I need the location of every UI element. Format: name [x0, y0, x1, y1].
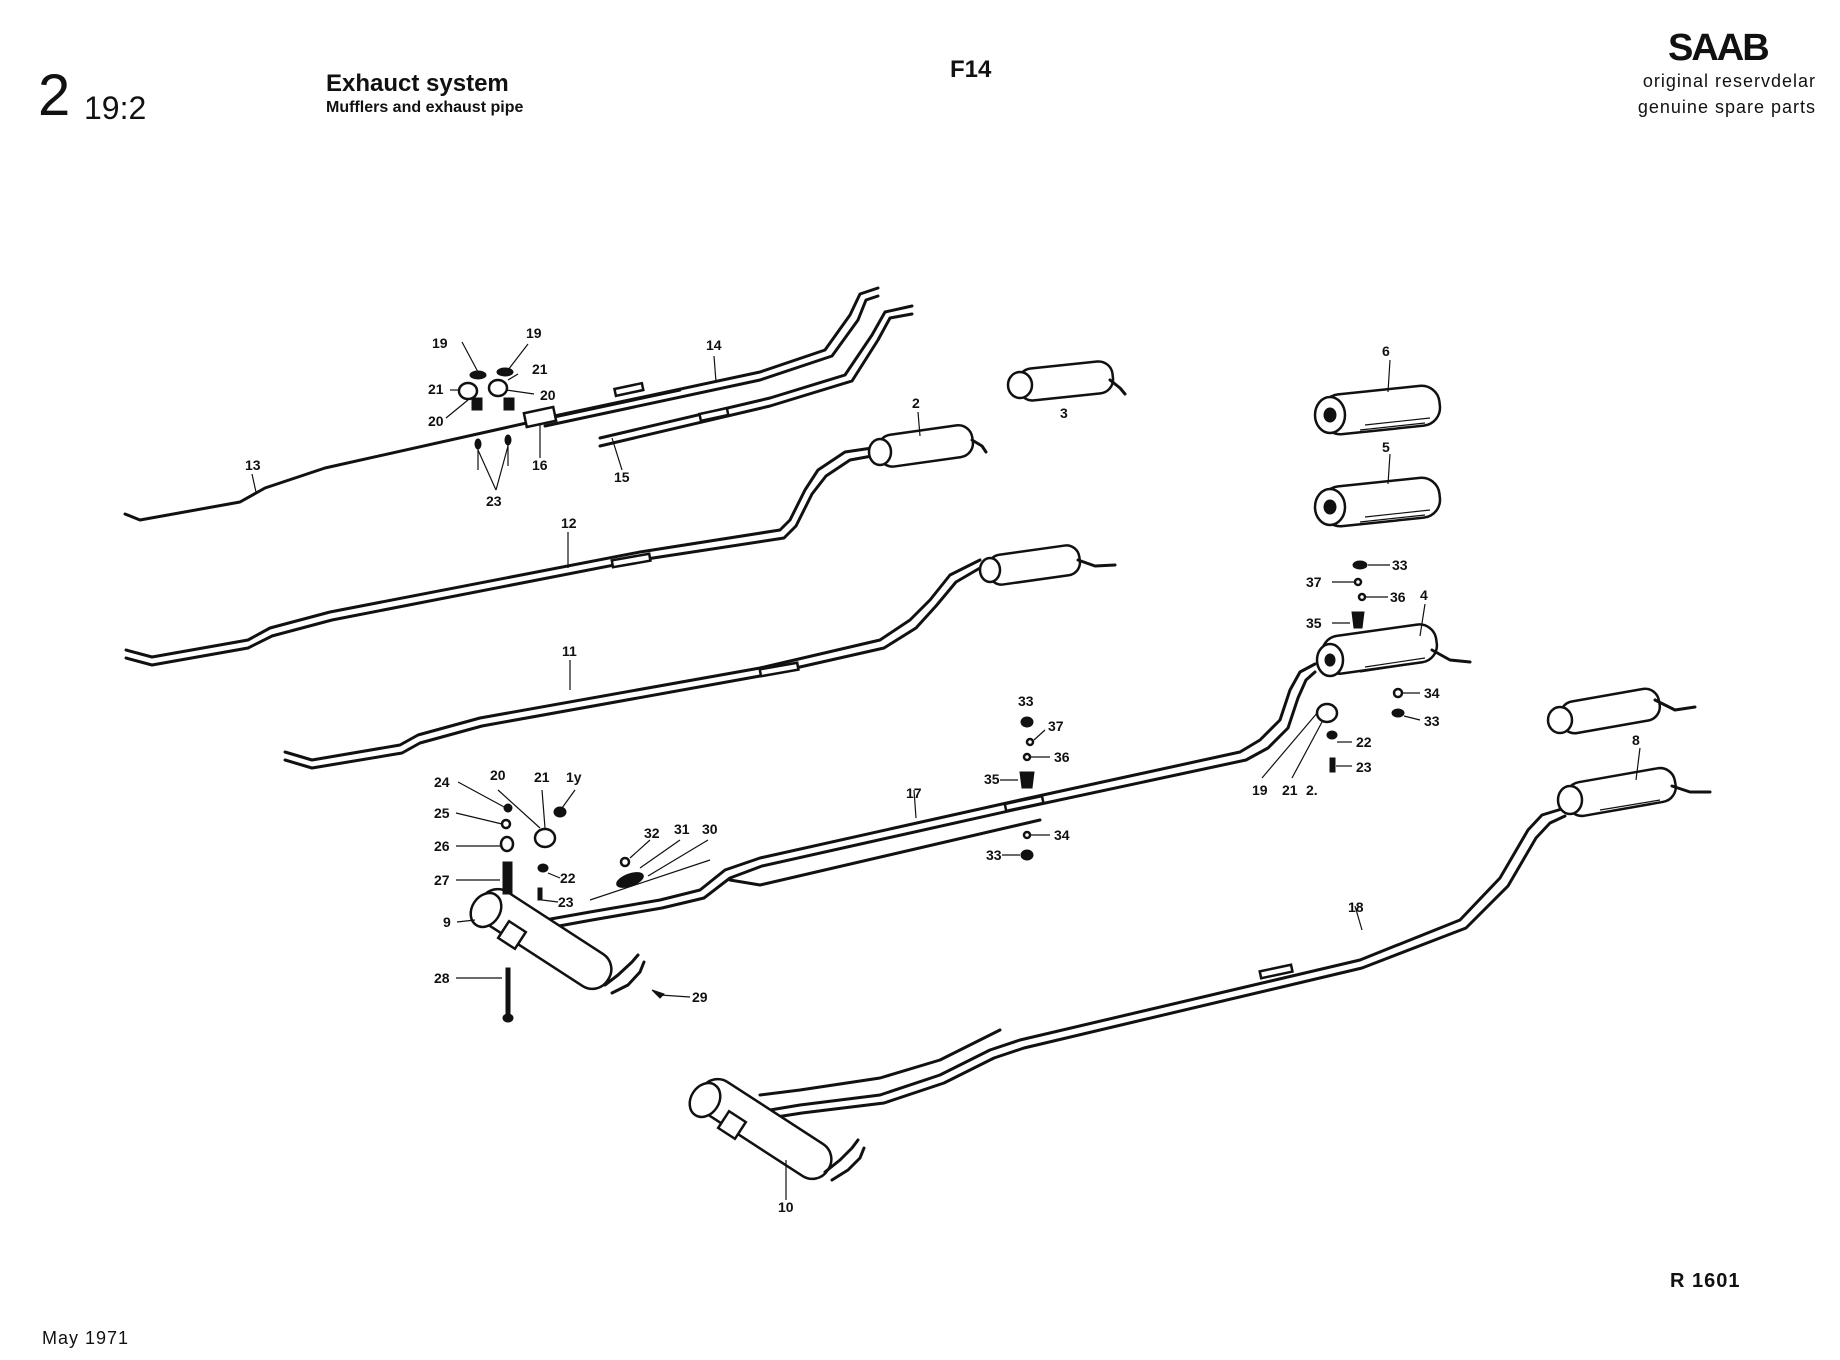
callout-labels: 13 14 15 16 19 19 21 21 20 20 23 2 3 6 5… [245, 325, 1640, 1215]
callout-16: 16 [532, 457, 548, 473]
callout-18: 18 [1348, 899, 1364, 915]
muffler-2 [867, 424, 988, 468]
callout-25: 25 [434, 805, 450, 821]
clamp-16 [522, 405, 558, 429]
callout-20-c: 20 [490, 767, 506, 783]
callout-5: 5 [1382, 439, 1390, 455]
callout-32: 32 [644, 825, 660, 841]
section-number: 2 [38, 63, 72, 128]
hanger-hardware-muffler-4-lower [1261, 687, 1421, 779]
callout-6: 6 [1382, 343, 1390, 359]
callout-17: 17 [906, 785, 922, 801]
callout-28: 28 [434, 970, 450, 986]
tagline-english: genuine spare parts [1637, 97, 1816, 117]
muffler-5 [1313, 476, 1442, 528]
muffler-8 [1556, 766, 1712, 818]
page-subtitle: Mufflers and exhaust pipe [326, 99, 524, 116]
exhaust-pipe-12 [124, 446, 874, 667]
exhaust-pipe-11 [283, 558, 982, 770]
callout-19-a: 19 [432, 335, 448, 351]
callout-35-b: 35 [984, 771, 1000, 787]
page-title: Exhauct system [326, 70, 509, 97]
callout-22-b: 22 [560, 870, 576, 886]
callout-33-c: 33 [1018, 693, 1034, 709]
callout-37-a: 37 [1306, 574, 1322, 590]
callout-33-d: 33 [986, 847, 1002, 863]
callout-24: 24 [434, 774, 450, 790]
callout-37-b: 37 [1048, 718, 1064, 734]
callout-19-c: 19 [1252, 782, 1268, 798]
callout-4: 4 [1420, 587, 1428, 603]
muffler-8-upper [1546, 687, 1697, 735]
callout-14: 14 [706, 337, 722, 353]
callout-1y: 1y [566, 769, 582, 785]
callout-2: 2 [912, 395, 920, 411]
publication-date: May 1971 [42, 1328, 130, 1348]
callout-10: 10 [778, 1199, 794, 1215]
callout-34-a: 34 [1424, 685, 1440, 701]
callout-22-a: 22 [1356, 734, 1372, 750]
callout-12: 12 [561, 515, 577, 531]
callout-33-a: 33 [1392, 557, 1408, 573]
callout-3: 3 [1060, 405, 1068, 421]
muffler-6 [1313, 384, 1442, 436]
callout-13: 13 [245, 457, 261, 473]
hanger-hardware-cluster [457, 367, 515, 470]
muffler-3 [1006, 360, 1127, 402]
callout-23-a: 23 [486, 493, 502, 509]
callout-15: 15 [614, 469, 630, 485]
callout-8: 8 [1632, 732, 1640, 748]
muffler-11 [978, 544, 1117, 586]
front-muffler-10 [688, 1077, 866, 1200]
callout-21-a: 21 [428, 381, 444, 397]
front-muffler-9-hardware [455, 781, 711, 1023]
callout-20-b: 20 [540, 387, 556, 403]
hanger-hardware-muffler-4 [1332, 560, 1390, 629]
exhaust-pipe-18 [758, 806, 1567, 1120]
callout-34-b: 34 [1054, 827, 1070, 843]
callout-9: 9 [443, 914, 451, 930]
front-muffler-9 [469, 887, 646, 995]
callout-27: 27 [434, 872, 450, 888]
model-code: F14 [950, 56, 992, 83]
callout-leaders [251, 341, 1641, 931]
callout-20-a: 20 [428, 413, 444, 429]
callout-36-a: 36 [1390, 589, 1406, 605]
callout-21-d: 21 [534, 769, 550, 785]
callout-2x: 2. [1306, 782, 1318, 798]
callout-36-b: 36 [1054, 749, 1070, 765]
callout-35-a: 35 [1306, 615, 1322, 631]
drawing-reference: R 1601 [1670, 1270, 1741, 1292]
hanger-hardware-center [1000, 716, 1050, 861]
callout-33-b: 33 [1424, 713, 1440, 729]
exhaust-pipe-13 [123, 388, 682, 522]
saab-logo: SAAB [1668, 30, 1770, 64]
exhaust-pipe-14 [543, 286, 880, 428]
callout-11: 11 [562, 643, 577, 659]
muffler-4 [1315, 623, 1472, 678]
callout-29: 29 [692, 989, 708, 1005]
callout-26: 26 [434, 838, 450, 854]
callout-21-b: 21 [532, 361, 548, 377]
callout-21-c: 21 [1282, 782, 1298, 798]
callout-31: 31 [674, 821, 690, 837]
callout-23-b: 23 [1356, 759, 1372, 775]
exhaust-pipe-15 [598, 304, 914, 448]
callout-19-b: 19 [526, 325, 542, 341]
exhaust-pipe-17 [543, 662, 1317, 930]
callout-30: 30 [702, 821, 718, 837]
tagline-swedish: original reservdelar [1642, 71, 1816, 91]
section-subnumber: 19:2 [84, 90, 147, 126]
svg-text:SAAB: SAAB [1668, 30, 1768, 64]
callout-23-c: 23 [558, 894, 574, 910]
